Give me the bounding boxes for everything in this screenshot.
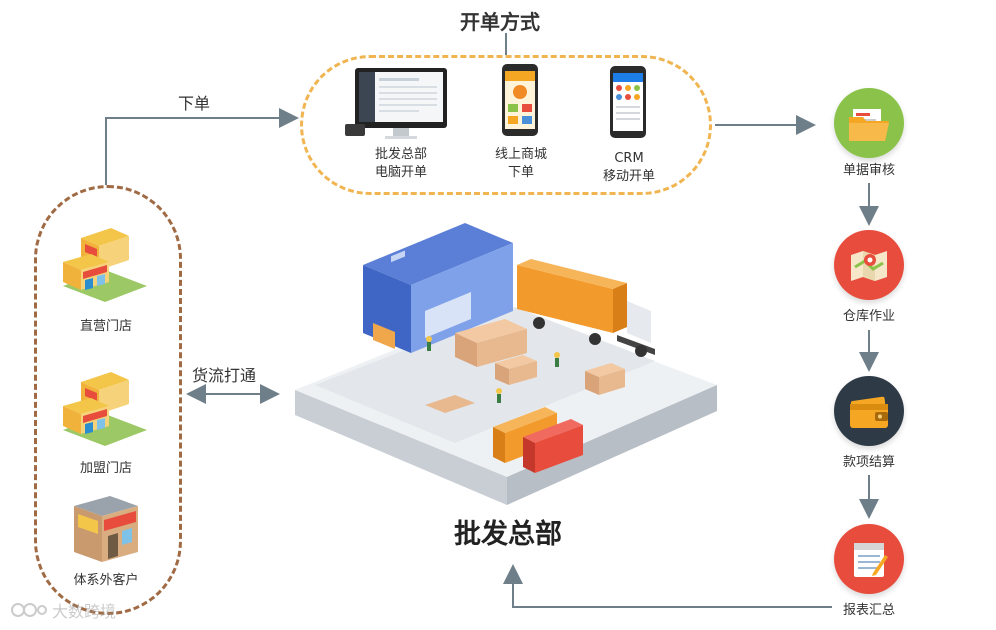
watermark: 大数跨境 — [10, 598, 116, 622]
pc-label-line-1: 批发总部 — [366, 146, 436, 164]
desktop-computer-icon — [345, 66, 449, 142]
review-step-label: 单据审核 — [834, 162, 904, 180]
order-label: 下单 — [178, 90, 210, 114]
wallet-icon — [847, 391, 891, 431]
watermark-text: 大数跨境 — [52, 598, 116, 622]
warehouse-step-circle — [834, 230, 904, 300]
warehouse-scene — [295, 215, 717, 505]
order-arrow — [106, 118, 295, 185]
settlement-step-label: 款项结算 — [834, 454, 904, 472]
ordering-methods-title: 开单方式 — [460, 6, 540, 35]
warehouse-step-label: 仓库作业 — [834, 308, 904, 326]
crm-device — [610, 66, 646, 138]
storefront-icon — [55, 208, 155, 306]
watermark-logo-icon — [10, 601, 48, 619]
shop-label-line-2: 下单 — [486, 164, 556, 182]
crm-label-line-1: CRM — [592, 150, 666, 168]
outside-customer-illustration — [70, 490, 142, 568]
map-pin-icon — [847, 245, 891, 285]
online-shop-label: 线上商城 下单 — [486, 146, 556, 182]
logistics-label: 货流打通 — [192, 362, 256, 386]
hq-title: 批发总部 — [454, 512, 562, 551]
direct-store-label: 直营门店 — [68, 318, 144, 336]
return-arrow — [513, 568, 832, 607]
storefront-icon — [55, 352, 155, 450]
pc-label-line-2: 电脑开单 — [366, 164, 436, 182]
crm-label: CRM 移动开单 — [592, 150, 666, 186]
franchise-store-illustration — [55, 352, 155, 450]
mobile-crm-icon — [610, 66, 646, 138]
storefront-icon — [70, 490, 142, 568]
warehouse-illustration — [295, 215, 717, 505]
settlement-step-circle — [834, 376, 904, 446]
report-step-circle — [834, 524, 904, 594]
crm-label-line-2: 移动开单 — [592, 168, 666, 186]
pc-ordering-device — [345, 66, 449, 142]
mobile-shop-icon — [502, 64, 538, 136]
pc-ordering-label: 批发总部 电脑开单 — [366, 146, 436, 182]
shop-label-line-1: 线上商城 — [486, 146, 556, 164]
folder-icon — [847, 103, 891, 143]
direct-store-illustration — [55, 208, 155, 306]
outside-customer-label: 体系外客户 — [62, 572, 150, 590]
review-step-circle — [834, 88, 904, 158]
notepad-icon — [847, 537, 891, 581]
franchise-store-label: 加盟门店 — [68, 460, 144, 478]
report-step-label: 报表汇总 — [834, 602, 904, 620]
online-shop-device — [502, 64, 538, 136]
